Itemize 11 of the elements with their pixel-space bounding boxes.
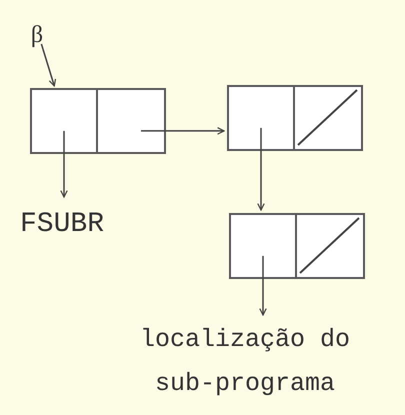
arrow: [259, 256, 267, 316]
text-label: localização do sub-programa: [130, 318, 360, 408]
arrow: [141, 127, 225, 135]
car-field: [229, 213, 297, 279]
arrow: [40, 44, 56, 87]
arrow: [60, 130, 68, 198]
car-field: [30, 88, 98, 154]
arrow: [257, 128, 265, 211]
car-field: [227, 85, 295, 151]
cdr-field: [96, 88, 166, 154]
text-label: FSUBR: [12, 200, 112, 232]
